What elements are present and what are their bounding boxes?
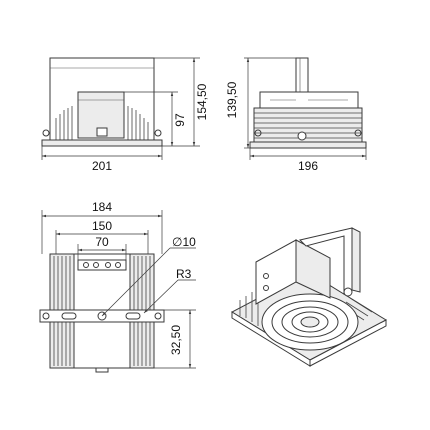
dim-slot-offset: 32,50 bbox=[169, 325, 183, 355]
dim-top-width-outer: 184 bbox=[92, 200, 112, 214]
front-view: 201 154,50 97 bbox=[41, 57, 209, 173]
side-view: 196 139,50 bbox=[225, 57, 367, 173]
side-base-plate bbox=[249, 141, 367, 149]
dim-top-width-inner: 70 bbox=[95, 235, 109, 249]
top-view: 184 150 70 ∅10 R3 32,50 bbox=[39, 200, 196, 373]
front-base-plate bbox=[41, 139, 163, 147]
front-fins bbox=[55, 106, 149, 140]
dim-top-width-mid: 150 bbox=[92, 219, 112, 233]
dim-side-height: 139,50 bbox=[225, 81, 239, 118]
dim-front-height-body: 97 bbox=[173, 113, 187, 127]
dim-radius: R3 bbox=[176, 267, 192, 281]
dim-hole-diameter: ∅10 bbox=[172, 235, 196, 249]
dim-front-width: 201 bbox=[92, 159, 112, 173]
side-fins-block bbox=[253, 107, 363, 143]
side-fins bbox=[254, 112, 362, 139]
dim-front-height-total: 154,50 bbox=[195, 83, 209, 120]
isometric-view bbox=[230, 227, 388, 367]
dim-side-width: 196 bbox=[298, 159, 318, 173]
